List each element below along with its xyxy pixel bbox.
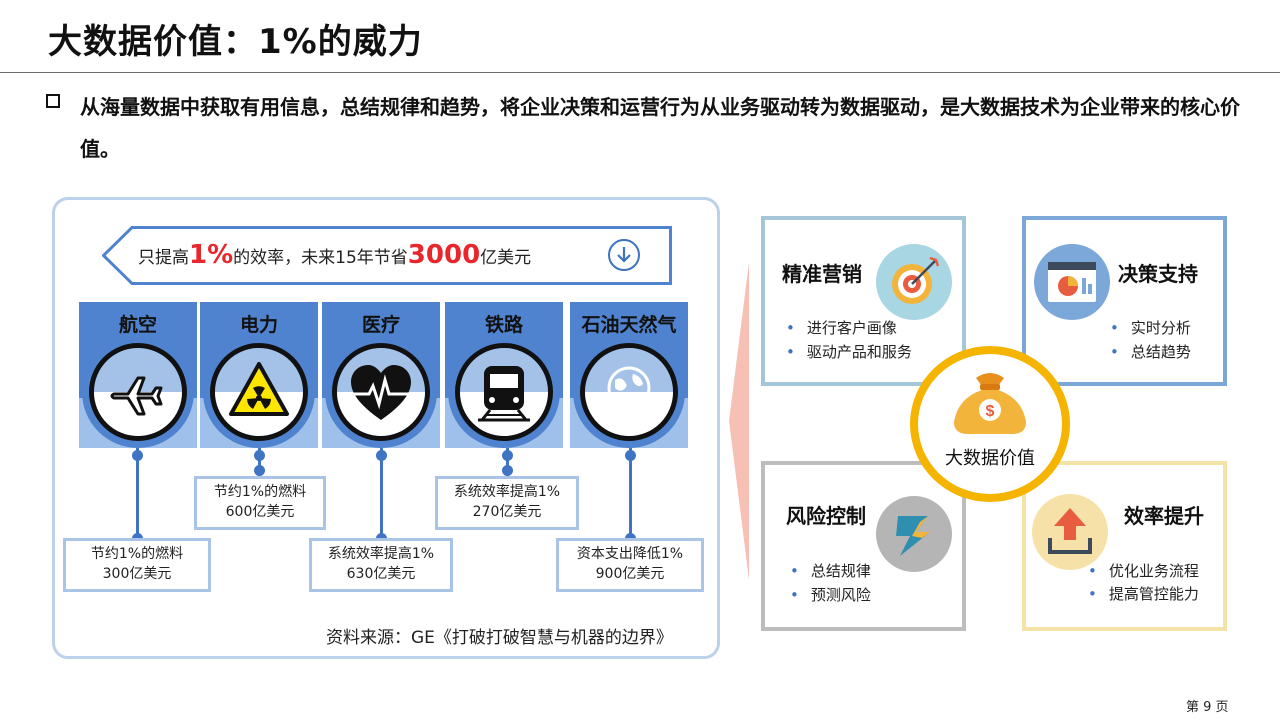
col-medical-label: 医疗 [361,314,400,336]
bullet-dot: • [1088,562,1097,580]
connector-dot [502,450,513,461]
note-railway: 系统效率提高1% 270亿美元 [435,476,579,530]
note-medical-line2: 630亿美元 [346,566,416,582]
connector-medical [380,448,383,538]
card-decision-item-text: 总结趋势 [1130,343,1191,361]
card-risk-item: • 总结规律 [790,560,871,581]
connector-dot [254,465,265,476]
banner-pct: 1% [189,240,234,270]
card-risk-item: • 预测风险 [790,584,871,605]
col-railway-label: 铁路 [484,314,523,336]
title-divider [0,72,1280,73]
note-oilgas-line1: 资本支出降低1% [576,546,684,562]
note-power-line1: 节约1%的燃料 [213,484,307,500]
note-aviation-line1: 节约1%的燃料 [90,546,184,562]
airplane-icon [89,343,187,441]
card-efficiency-item: • 优化业务流程 [1088,560,1199,581]
card-efficiency-item-text: 提高管控能力 [1108,585,1199,603]
card-marketing-item: • 驱动产品和服务 [786,341,912,362]
note-oilgas: 资本支出降低1% 900亿美元 [556,538,704,592]
card-marketing-title: 精准营销 [782,262,862,286]
globe-icon [580,343,678,441]
note-railway-line1: 系统效率提高1% [453,484,561,500]
connector-dot [625,450,636,461]
savings-banner: 只提高1%的效率，未来15年节省3000亿美元 [102,226,672,285]
lightning-icon [876,496,952,572]
banner-mid: 的效率，未来15年节省 [233,248,408,268]
card-risk-item-text: 总结规律 [810,562,871,580]
note-power: 节约1%的燃料 600亿美元 [194,476,326,530]
note-aviation-line2: 300亿美元 [102,566,172,582]
source-citation: 资料来源：GE《打破打破智慧与机器的边界》 [326,628,673,648]
banner-text: 只提高1%的效率，未来15年节省3000亿美元 [138,238,531,275]
connector-dot [502,465,513,476]
pointer-triangle [729,262,749,580]
note-oilgas-line2: 900亿美元 [595,566,665,582]
card-marketing-item: • 进行客户画像 [786,317,897,338]
page-title: 大数据价值：1%的威力 [48,22,423,62]
chart-window-icon [1034,244,1110,320]
connector-dot [132,450,143,461]
bullet-dot: • [1110,343,1119,361]
svg-text:$: $ [986,403,995,420]
card-decision-item: • 总结趋势 [1110,341,1191,362]
card-efficiency-item-text: 优化业务流程 [1108,562,1199,580]
connector-oilgas [629,448,632,538]
upload-arrow-icon [1032,494,1108,570]
col-aviation-label: 航空 [118,314,157,336]
connector-power [258,448,261,476]
center-badge [910,346,1070,502]
bullet-dot: • [790,586,799,604]
card-risk-item-text: 预测风险 [810,586,871,604]
page-number: 第 9 页 [1186,700,1229,715]
card-decision-item-text: 实时分析 [1130,319,1191,337]
card-efficiency-title: 效率提升 [1124,504,1204,528]
connector-dot [376,450,387,461]
banner-pre: 只提高 [138,248,189,268]
radiation-warning-icon [210,343,308,441]
bullet-dot: • [786,343,795,361]
banner-amount: 3000 [407,240,481,270]
col-power-label: 电力 [239,314,278,336]
note-medical-line1: 系统效率提高1% [327,546,435,562]
card-risk-title: 风险控制 [786,504,866,528]
note-aviation: 节约1%的燃料 300亿美元 [63,538,211,592]
download-circle-icon[interactable] [608,239,640,271]
note-railway-line2: 270亿美元 [472,504,542,520]
connector-railway [506,448,509,476]
card-marketing-item-text: 驱动产品和服务 [806,343,912,361]
connector-aviation [136,448,139,538]
target-icon [876,244,952,320]
train-icon [455,343,553,441]
bullet-dot: • [786,319,795,337]
summary-text: 从海量数据中获取有用信息，总结规律和趋势，将企业决策和运营行为从业务驱动转为数据… [80,95,1240,161]
bullet-dot: • [1088,585,1097,603]
card-decision-item: • 实时分析 [1110,317,1191,338]
card-efficiency-item: • 提高管控能力 [1088,583,1199,604]
heart-pulse-icon [332,343,430,441]
bullet-dot: • [1110,319,1119,337]
note-medical: 系统效率提高1% 630亿美元 [309,538,453,592]
bullet-dot: • [790,562,799,580]
card-decision-title: 决策支持 [1118,262,1198,286]
connector-dot [254,450,265,461]
banner-post: 亿美元 [480,248,532,268]
center-label: 大数据价值 [945,448,1035,469]
col-oilgas-label: 石油天然气 [581,314,677,336]
card-marketing-item-text: 进行客户画像 [806,319,897,337]
note-power-line2: 600亿美元 [225,504,295,520]
money-bag-icon: $ [954,373,1026,434]
square-bullet-icon [46,94,60,108]
